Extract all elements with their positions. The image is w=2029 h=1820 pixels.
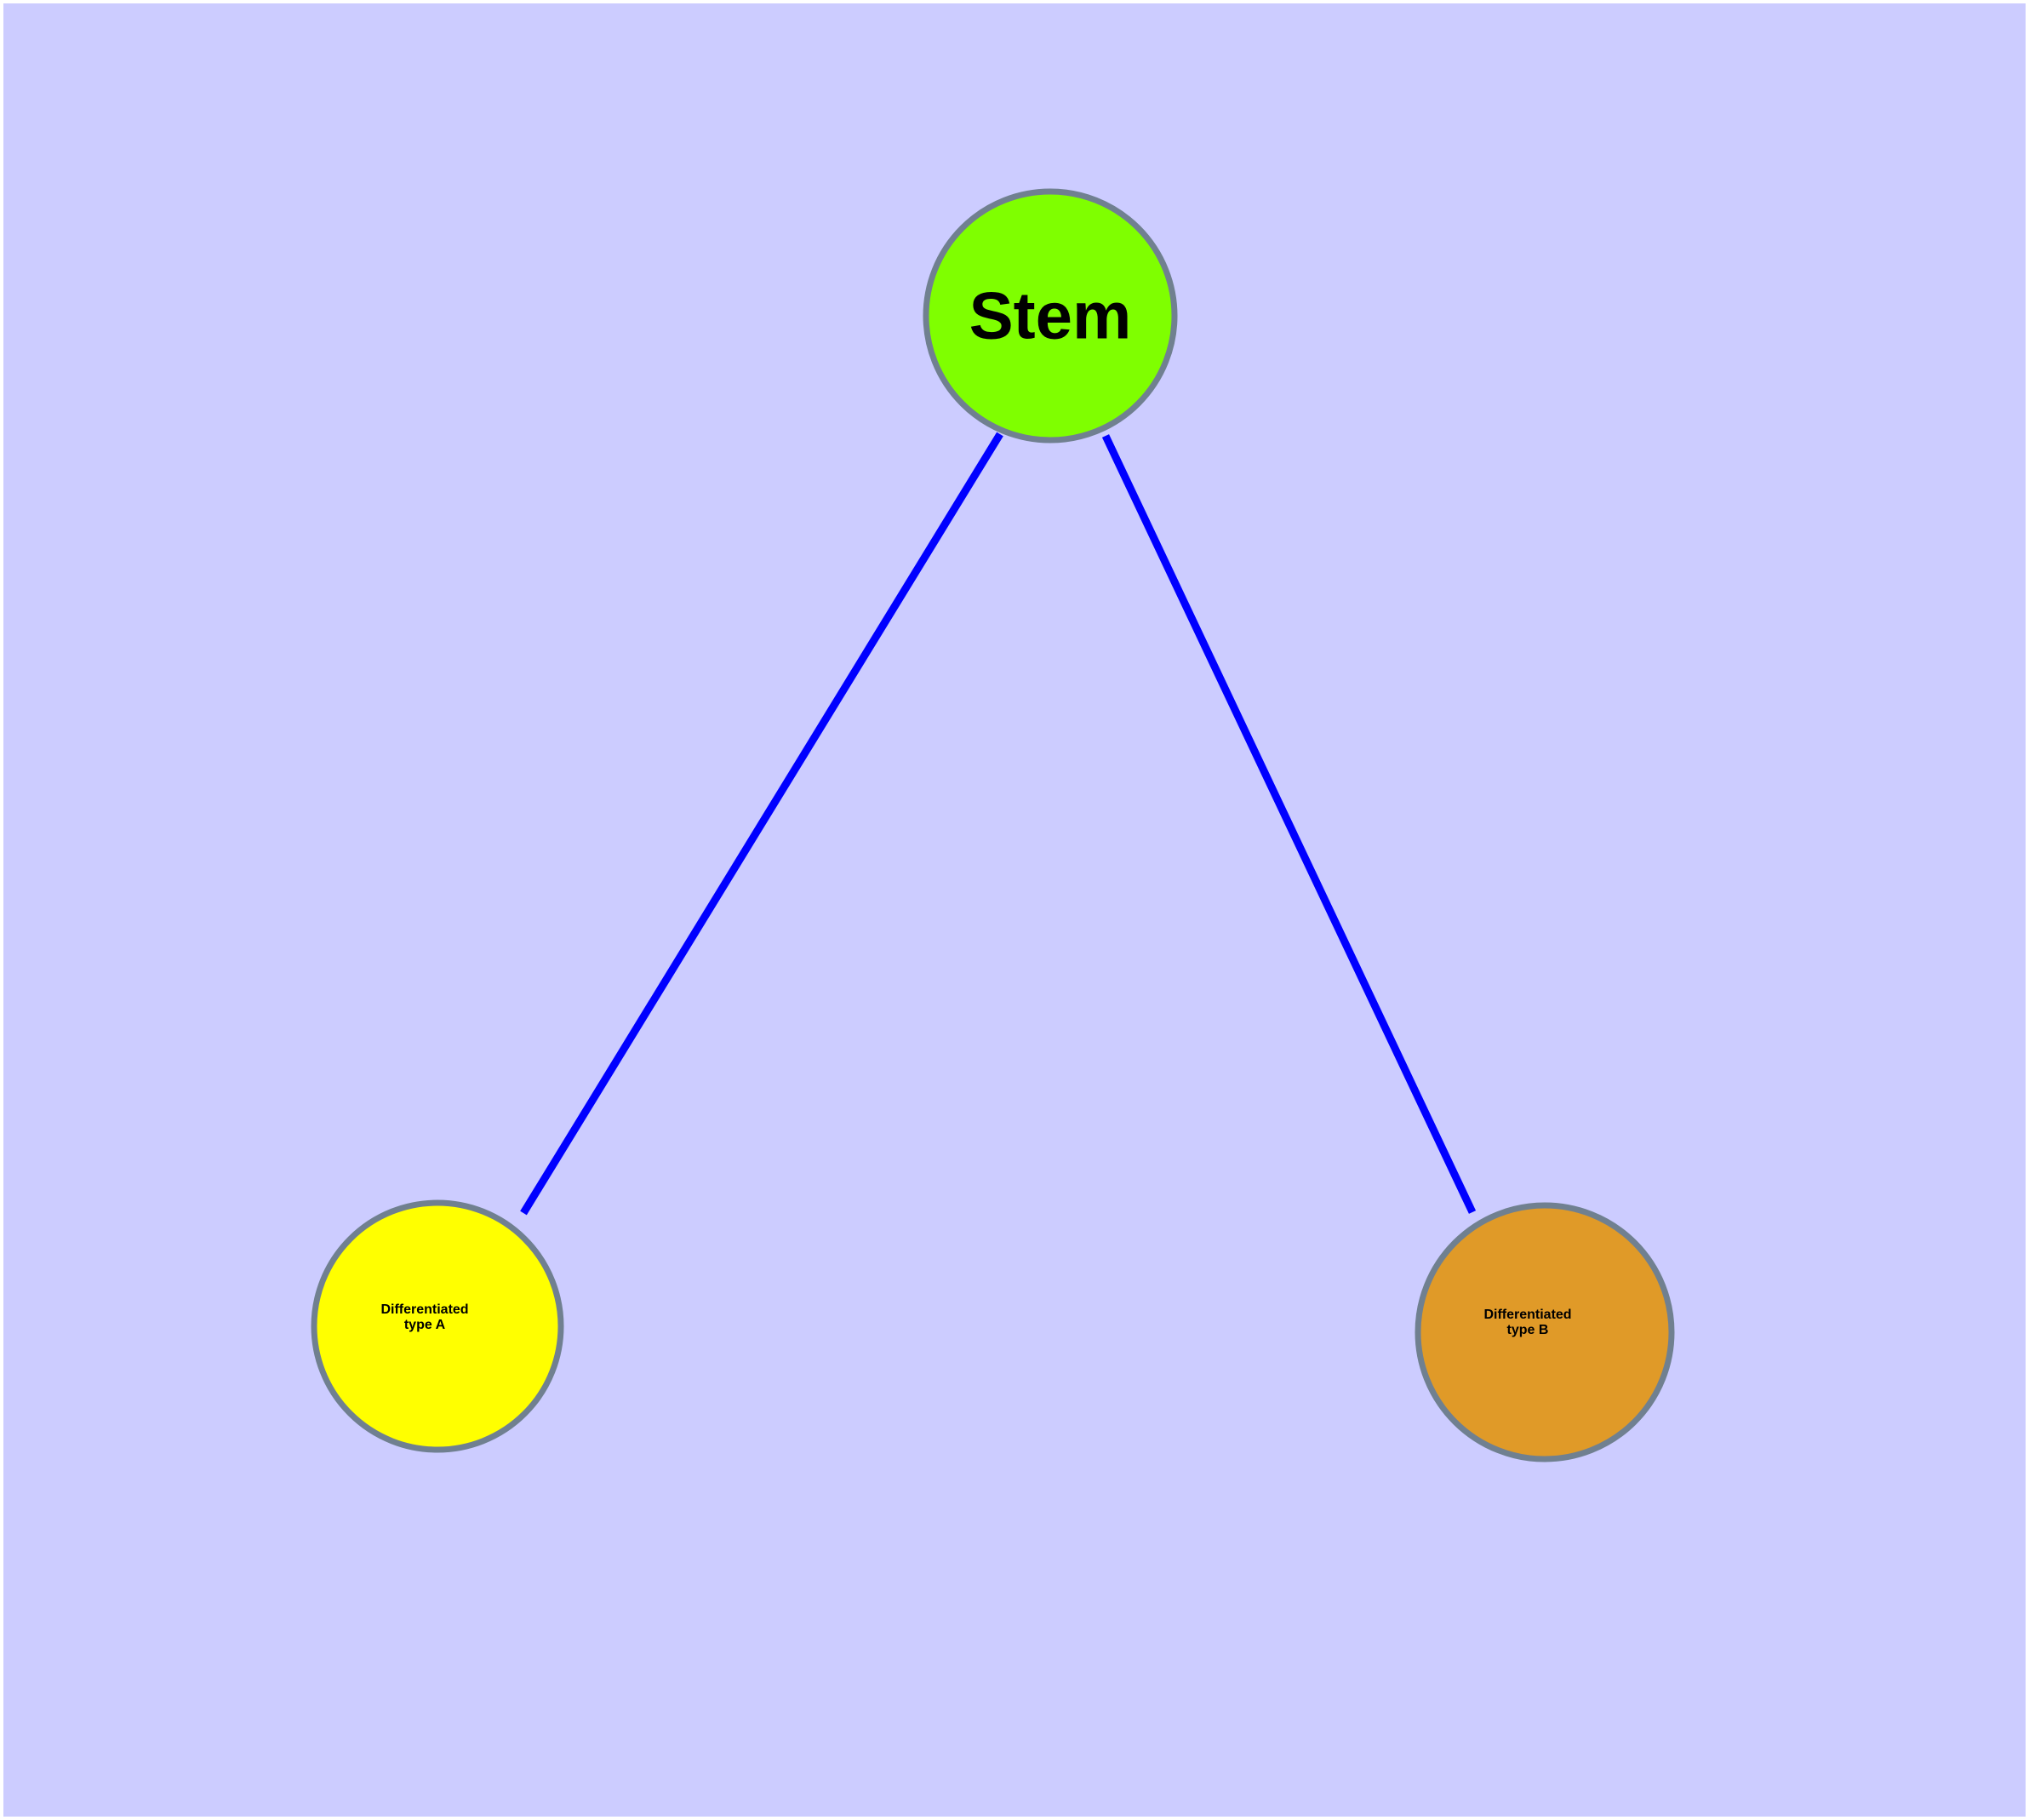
graph-edge-stem-diff_a[interactable]	[520, 432, 1003, 1216]
node-layer	[311, 188, 1675, 1462]
graph-node-diff_a[interactable]	[311, 1199, 564, 1453]
graph-svg	[311, 188, 1675, 1462]
graph-edge-stem-diff_b[interactable]	[1101, 434, 1477, 1214]
edge-layer	[520, 432, 1477, 1216]
graph-node-diff_b[interactable]	[1415, 1202, 1675, 1462]
graph-node-stem[interactable]	[923, 188, 1178, 444]
